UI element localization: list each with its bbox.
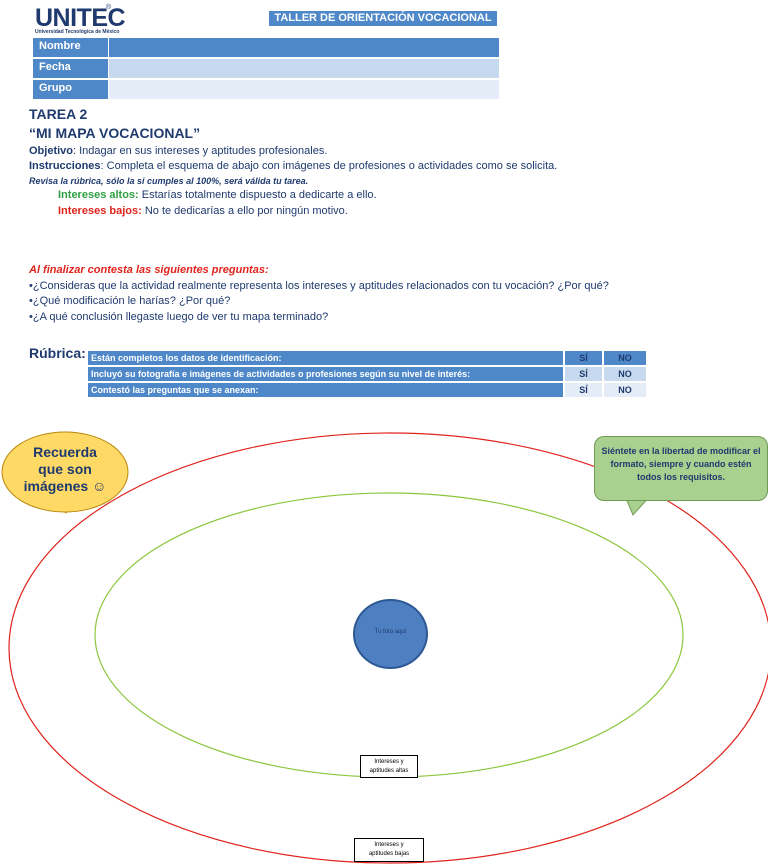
grupo-field[interactable] — [109, 80, 499, 99]
question-2: •¿Qué modificación le harías? ¿Por qué? — [29, 295, 231, 307]
page-title: TALLER DE ORIENTACIÓN VOCACIONAL — [269, 11, 497, 26]
low-interest-line: Intereses bajos: No te dedicarías a ello… — [58, 205, 348, 217]
rubric-no-checkbox[interactable]: NO — [604, 351, 646, 365]
high-interests-label-box: Intereses y aptitudes altas — [360, 755, 418, 778]
rubric-no-checkbox[interactable]: NO — [604, 383, 646, 397]
low-box-line-2: aptitudes bajas — [368, 851, 410, 857]
questions-heading-text: Al finalizar contesta las siguientes pre… — [29, 264, 269, 276]
question-1: •¿Consideras que la actividad realmente … — [29, 280, 609, 292]
task-name: “MI MAPA VOCACIONAL” — [29, 125, 201, 141]
low-interest-text: No te dedicarías a ello por ningún motiv… — [141, 205, 348, 217]
objective-line: Objetivo: Indagar en sus intereses y apt… — [29, 145, 327, 157]
rubric-criterion: Contestó las preguntas que se anexan: — [88, 383, 563, 397]
questions-heading: Al finalizar contesta las siguientes pre… — [29, 264, 269, 276]
nombre-field[interactable] — [109, 38, 499, 57]
high-interest-label: Intereses altos: — [58, 189, 139, 201]
reminder-line-1: Recuerda — [33, 444, 97, 460]
bubble-tail-cover — [56, 490, 80, 496]
vocational-map — [1, 431, 768, 864]
photo-label: Tu foto aquí — [374, 629, 407, 635]
form-label-nombre: Nombre — [33, 38, 108, 57]
objective-text: : Indagar en sus intereses y aptitudes p… — [73, 145, 328, 157]
photo-placeholder[interactable] — [353, 599, 428, 669]
instructions-label: Instrucciones — [29, 160, 101, 172]
rubric-no-checkbox[interactable]: NO — [604, 367, 646, 381]
objective-label: Objetivo — [29, 145, 74, 157]
question-3: •¿A qué conclusión llegaste luego de ver… — [29, 311, 329, 323]
high-interest-line: Intereses altos: Estarías totalmente dis… — [58, 189, 377, 201]
high-box-line-2: aptitudes altas — [369, 768, 409, 774]
freedom-note: Siéntete en la libertad de modificar el … — [594, 436, 768, 501]
low-interests-label-box: Intereses y aptitudes bajas — [354, 838, 424, 862]
high-box-line-1: Intereses y — [374, 759, 404, 765]
rubric-label: Rúbrica: — [29, 345, 86, 361]
outer-ellipse-low-interests — [8, 432, 768, 864]
low-interest-label: Intereses bajos: — [58, 205, 142, 217]
reminder-line-2: que son — [38, 461, 92, 477]
rubric-si-checkbox[interactable]: SÍ — [565, 351, 602, 365]
rubric-si-checkbox[interactable]: SÍ — [565, 367, 602, 381]
reminder-line-3: imágenes ☺ — [23, 478, 107, 494]
reminder-text: Recuerda que son imágenes ☺ — [10, 444, 120, 495]
rubric-si-checkbox[interactable]: SÍ — [565, 383, 602, 397]
logo-subtitle: Universidad Tecnológica de México — [35, 29, 120, 35]
form-label-fecha: Fecha — [33, 59, 108, 78]
reminder-bubble — [1, 431, 129, 513]
fecha-field[interactable] — [109, 59, 499, 78]
registered-mark: ® — [106, 4, 112, 11]
rubric-note: Revisa la rúbrica, sólo la si cumples al… — [29, 176, 309, 186]
rubric-criterion: Incluyó su fotografía e imágenes de acti… — [88, 367, 563, 381]
rubric-criterion: Están completos los datos de identificac… — [88, 351, 563, 365]
high-interest-text: Estarías totalmente dispuesto a dedicart… — [138, 189, 377, 201]
unitec-logo: UNITEC — [35, 4, 126, 32]
instructions-line: Instrucciones: Completa el esquema de ab… — [29, 160, 557, 172]
low-box-line-1: Intereses y — [374, 842, 404, 848]
form-label-grupo: Grupo — [33, 80, 108, 99]
instructions-text: : Completa el esquema de abajo con imáge… — [100, 160, 558, 172]
task-number: TAREA 2 — [29, 106, 88, 122]
